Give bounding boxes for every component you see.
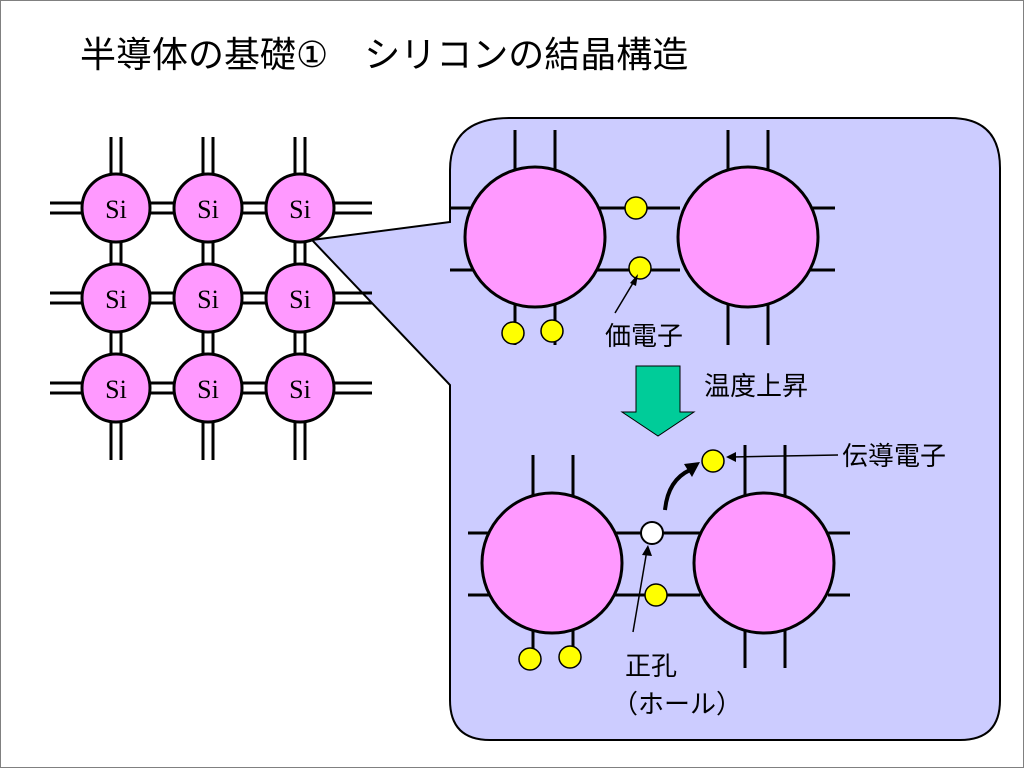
valence-electron-label: 価電子: [605, 322, 684, 352]
slide-title: 半導体の基礎① シリコンの結晶構造: [80, 35, 689, 76]
hole-label-sub: （ホール）: [612, 690, 743, 720]
si-atom-label: Si: [289, 375, 311, 404]
conduction-electron-label: 伝導電子: [842, 442, 947, 472]
excitation-arrow: [663, 468, 691, 511]
valence-electron: [558, 645, 582, 669]
lattice-atoms: Si Si Si Si Si Si Si Si Si: [80, 172, 336, 424]
si-atom-label: Si: [197, 285, 219, 314]
si-atom: Si: [172, 262, 244, 334]
upper-left-atom: [463, 165, 607, 309]
excitation-arrow-head: [684, 462, 700, 477]
valence-electron: [644, 583, 668, 607]
valence-electron: [540, 319, 564, 343]
si-atom-label: Si: [289, 285, 311, 314]
down-arrow: [620, 365, 696, 437]
si-atom-label: Si: [289, 195, 311, 224]
si-atom-label: Si: [197, 375, 219, 404]
conduction-pointer-head: [726, 452, 736, 462]
valence-electron: [518, 647, 542, 671]
si-atom: Si: [80, 172, 152, 244]
valence-electron: [501, 321, 525, 345]
si-atom: Si: [172, 172, 244, 244]
si-atom-label: Si: [105, 285, 127, 314]
lower-left-atom: [480, 491, 624, 635]
temperature-rise-label: 温度上昇: [704, 372, 809, 402]
valence-electron: [624, 196, 648, 220]
si-atom: Si: [264, 262, 336, 334]
conduction-pointer: [731, 454, 839, 458]
si-atom: Si: [264, 352, 336, 424]
si-atom-label: Si: [197, 195, 219, 224]
hole-pointer-head: [642, 545, 652, 556]
hole: [640, 521, 664, 545]
hole-pointer: [632, 549, 648, 633]
si-atom-label: Si: [105, 375, 127, 404]
upper-right-atom: [676, 165, 820, 309]
si-atom: Si: [264, 172, 336, 244]
si-atom: Si: [172, 352, 244, 424]
si-atom-label: Si: [105, 195, 127, 224]
si-atom: Si: [80, 262, 152, 334]
valence-pointer-head: [630, 274, 638, 286]
conduction-electron: [701, 449, 725, 473]
hole-label: 正孔: [625, 652, 678, 682]
lower-right-atom: [692, 491, 836, 635]
valence-electron: [628, 256, 652, 280]
si-atom: Si: [80, 352, 152, 424]
